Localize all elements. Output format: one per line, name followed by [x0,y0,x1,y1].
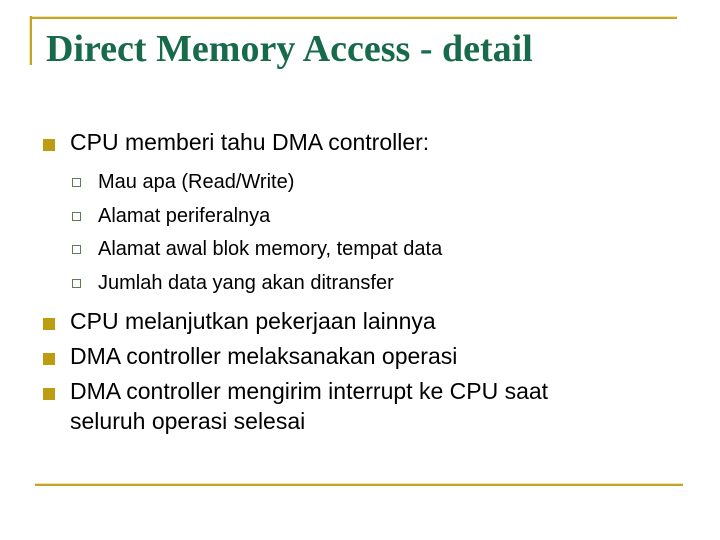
square-outline-bullet-icon [72,278,81,288]
bullet-text: CPU memberi tahu DMA controller: [70,129,430,155]
square-outline-bullet-icon [72,245,81,254]
bullet-item: DMA controller melaksanakan operasi [43,341,673,371]
sub-bullet-item: Mau apa (Read/Write) [72,166,672,200]
sub-bullet-item: Alamat awal blok memory, tempat data [72,233,672,267]
sub-bullet-text: Jumlah data yang akan ditransfer [98,271,394,294]
sub-bullet-text: Alamat awal blok memory, tempat data [98,238,443,260]
square-bullet-icon [43,388,55,400]
sub-bullet-list: Mau apa (Read/Write) Alamat periferalnya… [72,166,672,300]
square-outline-bullet-icon [72,211,81,221]
bullet-text: CPU melanjutkan pekerjaan lainnya [70,308,436,334]
slide-title: Direct Memory Access - detail [46,28,533,70]
sub-bullet-text: Mau apa (Read/Write) [98,171,295,193]
square-bullet-icon [43,353,55,365]
sub-bullet-item: Jumlah data yang akan ditransfer [72,267,672,301]
bullet-item: CPU memberi tahu DMA controller: [43,127,673,157]
square-bullet-icon [43,139,55,151]
square-outline-bullet-icon [72,178,81,187]
title-accent-line-top [29,16,677,19]
title-accent-line-left [29,16,32,65]
square-bullet-icon [43,318,55,330]
sub-bullet-text: Alamat periferalnya [98,204,271,227]
bullet-item: DMA controller mengirim interrupt ke CPU… [43,376,673,436]
bullet-item: CPU melanjutkan pekerjaan lainnya [43,306,673,336]
bullet-text: DMA controller melaksanakan operasi [70,343,458,369]
footer-accent-line [35,483,683,486]
sub-bullet-item: Alamat periferalnya [72,200,672,234]
bullet-text: DMA controller mengirim interrupt ke CPU… [70,378,549,434]
